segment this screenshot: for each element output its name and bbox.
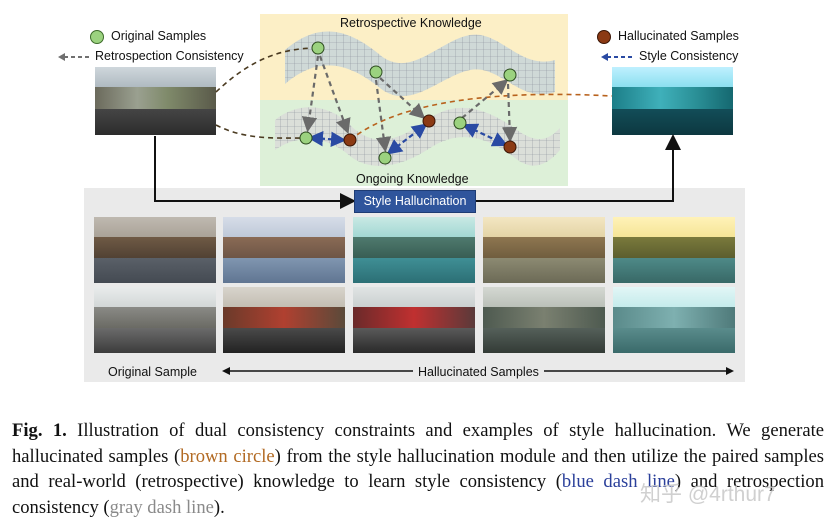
example-image-hallucinated-3 xyxy=(483,217,605,283)
style-arrow-1 xyxy=(307,131,347,147)
original-sample-point xyxy=(299,131,313,145)
example-image-hallucinated-7 xyxy=(483,287,605,353)
hallucinated-link-curve xyxy=(349,93,613,141)
hallucinated-sample-point xyxy=(343,133,357,147)
example-image-original-2 xyxy=(94,287,216,353)
example-image-original-1 xyxy=(94,217,216,283)
brown-circle-icon xyxy=(597,30,611,44)
original-sample-point xyxy=(378,151,392,165)
retro-sample-point xyxy=(503,68,517,82)
example-image-hallucinated-1 xyxy=(223,217,345,283)
watermark: 知乎 @4rthur7 xyxy=(640,483,776,506)
caption-text-1: Illustration of dual consistency constra… xyxy=(12,420,824,467)
retrospective-surface xyxy=(285,31,555,97)
retro-sample-point xyxy=(369,65,383,79)
example-image-hallucinated-5 xyxy=(223,287,345,353)
caption-text-4: ). xyxy=(213,496,225,518)
retro-arrow-1 xyxy=(301,55,320,133)
hallucinated-sample-point xyxy=(422,114,436,128)
example-image-hallucinated-8 xyxy=(613,287,735,353)
retro-arrow-5 xyxy=(461,79,509,119)
retro-arrow-3 xyxy=(374,79,392,153)
flow-line-left xyxy=(154,136,356,209)
retro-sample-point xyxy=(311,41,325,55)
caption-gray-dash-line: gray dash line xyxy=(109,496,214,518)
retro-arrow-4 xyxy=(379,77,426,119)
ongoing-knowledge-label: Ongoing Knowledge xyxy=(356,172,469,186)
original-sample-label: Original Sample xyxy=(108,365,197,379)
example-image-hallucinated-4 xyxy=(613,217,735,283)
original-sample-image xyxy=(95,67,216,135)
style-arrow-2 xyxy=(386,123,428,155)
green-circle-icon xyxy=(90,30,104,44)
retrospective-knowledge-label: Retrospective Knowledge xyxy=(340,16,482,30)
figure-caption: Fig. 1. Illustration of dual consistency… xyxy=(12,418,824,520)
consistency-diagram xyxy=(154,31,681,209)
retro-arrow-6 xyxy=(501,83,518,143)
hallucinated-samples-label: Hallucinated Samples xyxy=(618,29,739,43)
example-image-hallucinated-6 xyxy=(353,287,475,353)
original-link-curve-bottom xyxy=(215,124,307,139)
hallucinated-sample-image xyxy=(612,67,733,135)
hallucinated-sample-point xyxy=(503,140,517,154)
retro-arrow-2 xyxy=(318,55,351,135)
caption-brown-circle: brown circle xyxy=(180,445,275,467)
style-arrow-3 xyxy=(462,123,508,147)
retrospection-consistency-label: Retrospection Consistency xyxy=(95,49,244,63)
blue-dashed-arrow-icon xyxy=(601,50,635,64)
original-link-curve-top xyxy=(215,47,319,93)
original-samples-label: Original Samples xyxy=(111,29,207,43)
hallucinated-samples-bottom-label: Hallucinated Samples xyxy=(413,365,544,379)
figure-label: Fig. 1. xyxy=(12,420,67,441)
original-sample-point xyxy=(453,116,467,130)
example-image-hallucinated-2 xyxy=(353,217,475,283)
gray-dashed-arrow-icon xyxy=(58,50,92,64)
caption-text-3: ) and retrospection consistency ( xyxy=(12,471,824,518)
ongoing-surface xyxy=(275,107,560,166)
flow-line-right xyxy=(476,134,681,202)
style-hallucination-box: Style Hallucination xyxy=(354,190,476,213)
caption-text-2: ) from the style hallucination module an… xyxy=(12,445,824,493)
style-consistency-label: Style Consistency xyxy=(639,49,739,63)
caption-blue-dash-line: blue dash line xyxy=(561,471,675,492)
